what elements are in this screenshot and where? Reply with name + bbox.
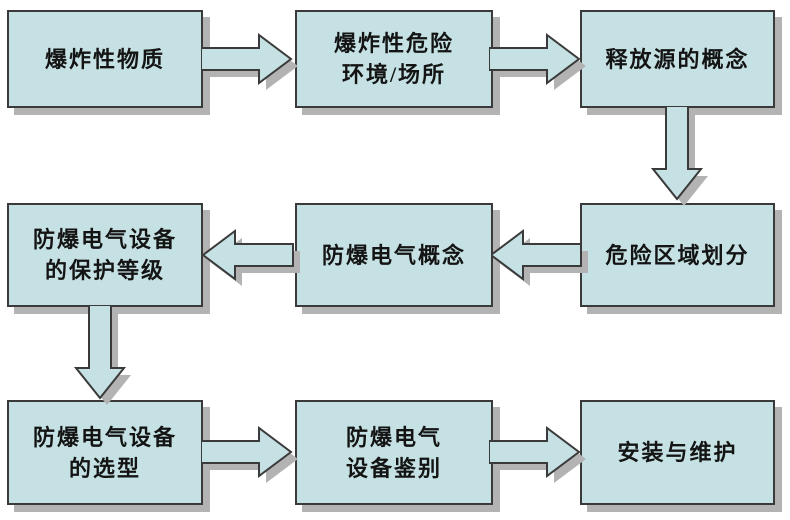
node-label-line: 防爆电气	[345, 424, 442, 450]
node-label: 危险区域划分	[605, 242, 750, 268]
node-release-source-concept: 释放源的概念	[580, 10, 775, 108]
node-explosive-substances: 爆炸性物质	[7, 10, 203, 108]
arrow-left-area-classification-to-electrical-concept-icon	[491, 229, 588, 286]
node-label-line: 防爆电气设备	[32, 424, 177, 450]
arrow-right-environment-to-release-source-icon	[489, 33, 586, 90]
arrow-left-electrical-concept-to-protection-level-icon	[203, 229, 300, 286]
node-hazardous-area-classification: 危险区域划分	[580, 203, 775, 307]
node-explosion-proof-electrical-concept: 防爆电气概念	[295, 203, 493, 307]
node-explosive-hazardous-environment: 爆炸性危险 环境/场所	[295, 10, 493, 108]
arrow-right-identification-to-installation-icon	[489, 426, 586, 483]
node-equipment-type-selection: 防爆电气设备 的选型	[7, 400, 203, 505]
node-label: 安装与维护	[617, 440, 738, 465]
arrow-down-protection-level-to-type-selection-icon	[74, 305, 131, 405]
arrow-right-type-selection-to-identification-icon	[201, 426, 298, 483]
arrow-down-release-source-to-area-classification-icon	[651, 106, 708, 206]
node-label: 释放源的概念	[605, 46, 750, 72]
node-label-line: 的保护等级	[44, 258, 165, 283]
node-label-line: 的选型	[68, 455, 141, 481]
node-label-line: 环境/场所	[341, 62, 447, 87]
node-label: 爆炸性物质	[44, 46, 165, 72]
node-label-line: 爆炸性危险	[333, 31, 454, 56]
node-label: 防爆电气概念	[321, 242, 466, 268]
arrow-right-substances-to-environment-icon	[201, 33, 298, 90]
node-label-line: 防爆电气设备	[32, 227, 177, 252]
node-installation-and-maintenance: 安装与维护	[580, 400, 775, 505]
node-label-line: 设备鉴别	[345, 455, 442, 481]
node-equipment-protection-level: 防爆电气设备 的保护等级	[7, 203, 203, 307]
node-equipment-identification: 防爆电气 设备鉴别	[295, 400, 493, 505]
